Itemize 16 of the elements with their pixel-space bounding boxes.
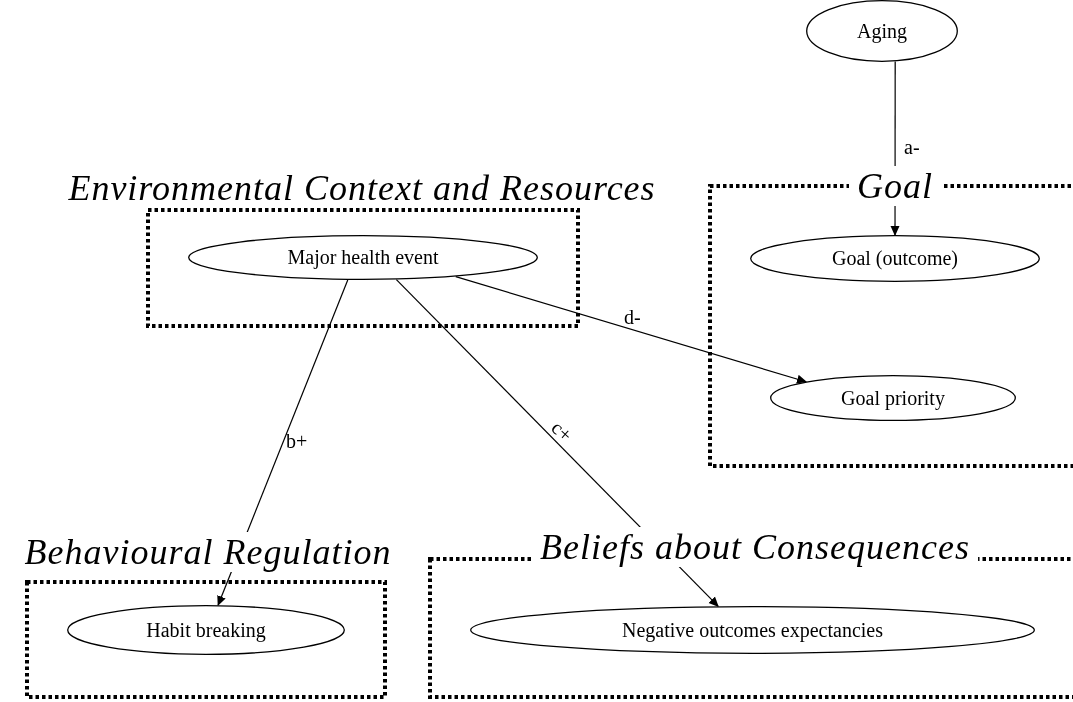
group-title: Beliefs about Consequences bbox=[532, 527, 978, 567]
node-label: Goal (outcome) bbox=[831, 247, 959, 270]
edge-label: b+ bbox=[286, 430, 308, 452]
edge-label: c+ bbox=[547, 416, 577, 446]
group-title: Goal bbox=[849, 166, 941, 206]
node-label: Major health event bbox=[287, 246, 439, 269]
node-label: Goal priority bbox=[841, 386, 945, 410]
node-label: Aging bbox=[857, 19, 907, 43]
arrow bbox=[217, 279, 349, 606]
arrow bbox=[395, 279, 719, 607]
node-label: Negative outcomes expectancies bbox=[622, 618, 883, 642]
arrow bbox=[890, 60, 900, 236]
arrow bbox=[455, 275, 807, 384]
edge-label: d- bbox=[624, 306, 641, 328]
edge-label: a- bbox=[904, 136, 920, 158]
node-label: Habit breaking bbox=[146, 618, 266, 642]
